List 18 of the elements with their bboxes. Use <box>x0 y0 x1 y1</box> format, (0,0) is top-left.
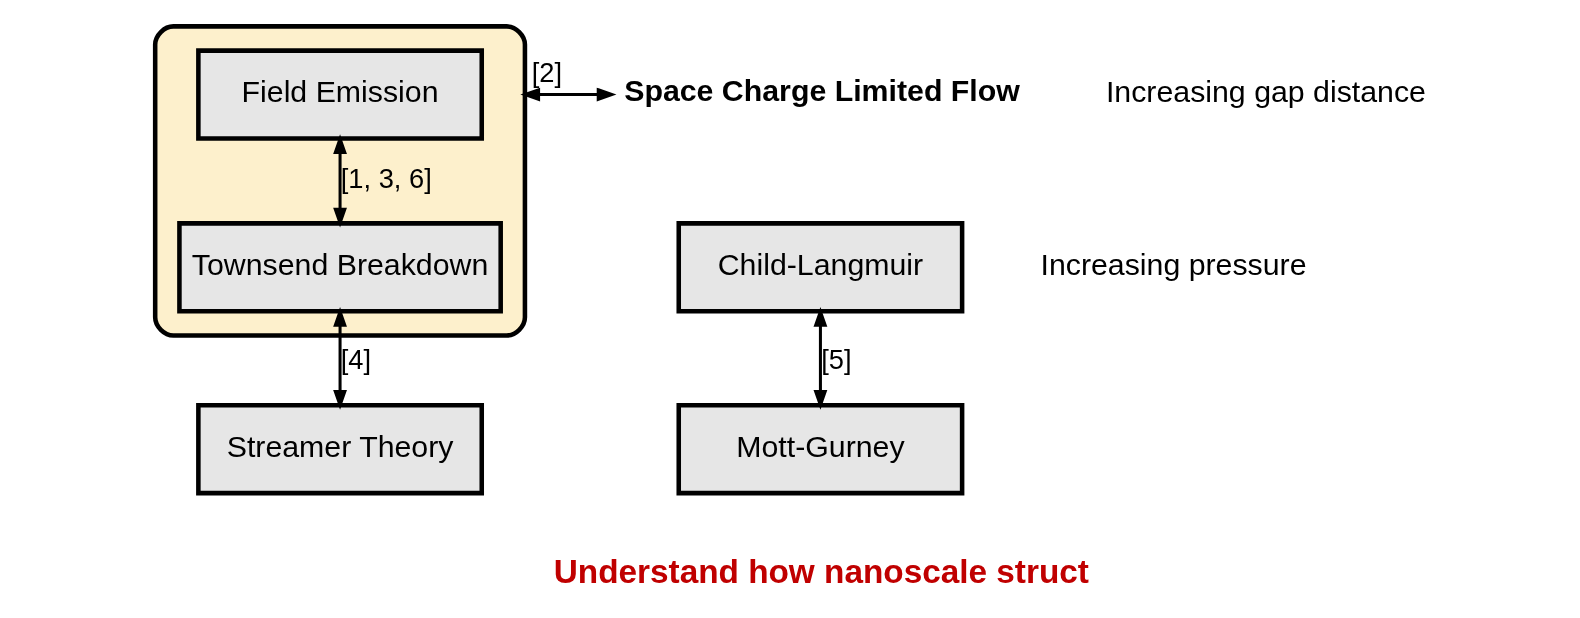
label: Understand how nanoscale struct <box>553 553 1089 591</box>
edge-label: [5] <box>820 344 851 376</box>
edge-label: [2] <box>531 56 562 88</box>
arrow <box>332 307 347 410</box>
arrow <box>813 307 827 410</box>
node-box: Townsend Breakdown <box>176 221 503 314</box>
edge-label: [4] <box>340 344 371 376</box>
arrow <box>519 87 616 102</box>
node-box: Mott-Gurney <box>675 402 964 496</box>
arrow <box>332 134 347 228</box>
node-text: Space Charge Limited Flow <box>623 73 1020 107</box>
node-box: Field Emission <box>195 48 484 141</box>
node-box: Streamer Theory <box>195 402 484 496</box>
edge-label: [1, 3, 6] <box>340 162 432 194</box>
label: Increasing gap distance <box>1105 75 1426 109</box>
cluster <box>152 24 527 338</box>
label: Increasing pressure <box>1039 247 1307 281</box>
node-box: Child-Langmuir <box>675 221 964 314</box>
